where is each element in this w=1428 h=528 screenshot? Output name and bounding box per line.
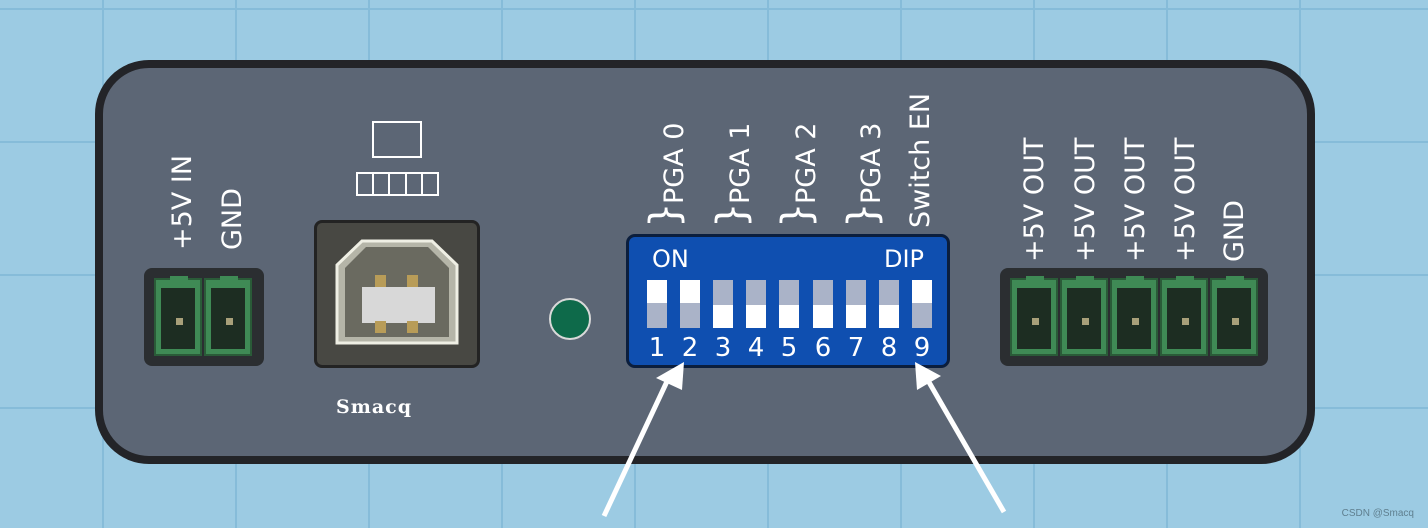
dip-switch-3[interactable] <box>713 280 733 328</box>
dip-switch-7[interactable] <box>846 280 866 328</box>
usb-b-port <box>314 220 480 368</box>
dip-switch-knob <box>680 280 700 303</box>
usb-icon <box>372 121 422 158</box>
output-connector <box>1000 268 1268 366</box>
dip-brand-label: DIP <box>884 245 925 273</box>
dip-switch-knob <box>647 280 667 303</box>
dip-switch-knob <box>779 305 799 328</box>
dip-switch-2[interactable] <box>680 280 700 328</box>
dip-switch-number: 9 <box>913 333 931 363</box>
usb-b-socket <box>335 239 459 345</box>
dip-switch-knob <box>846 305 866 328</box>
dip-switch-8[interactable] <box>879 280 899 328</box>
output-terminal <box>1010 276 1058 356</box>
dip-switch-number: 3 <box>714 333 732 363</box>
power-in-terminal <box>204 276 252 356</box>
dip-switch-6[interactable] <box>813 280 833 328</box>
output-terminal <box>1210 276 1258 356</box>
brand-logo: Smacq <box>336 396 412 418</box>
dip-on-label: ON <box>652 245 689 273</box>
dip-switch-knob <box>746 305 766 328</box>
dip-switch-5[interactable] <box>779 280 799 328</box>
dip-switch-1[interactable] <box>647 280 667 328</box>
dip-switch-number: 8 <box>880 333 898 363</box>
dip-switch-number: 7 <box>847 333 865 363</box>
power-in-terminal <box>154 276 202 356</box>
power-in-connector <box>144 268 264 366</box>
dip-switch-knob <box>912 280 932 303</box>
usb-icon-pins <box>356 172 439 196</box>
output-terminal <box>1060 276 1108 356</box>
dip-switch-knob <box>713 305 733 328</box>
dip-switch-9[interactable] <box>912 280 932 328</box>
dip-switch-knob <box>813 305 833 328</box>
status-led <box>549 298 591 340</box>
watermark: CSDN @Smacq <box>1341 508 1414 519</box>
output-terminal <box>1110 276 1158 356</box>
dip-switch-number: 4 <box>747 333 765 363</box>
dip-switch-knob <box>879 305 899 328</box>
output-terminal <box>1160 276 1208 356</box>
dip-switch-number: 6 <box>814 333 832 363</box>
dip-switch-4[interactable] <box>746 280 766 328</box>
arrow-to-switch-1 <box>601 362 684 518</box>
dip-switch-number: 1 <box>648 333 666 363</box>
arrow-to-switch-9 <box>915 362 1007 514</box>
dip-switch-number: 5 <box>780 333 798 363</box>
dip-switch-number: 2 <box>681 333 699 363</box>
